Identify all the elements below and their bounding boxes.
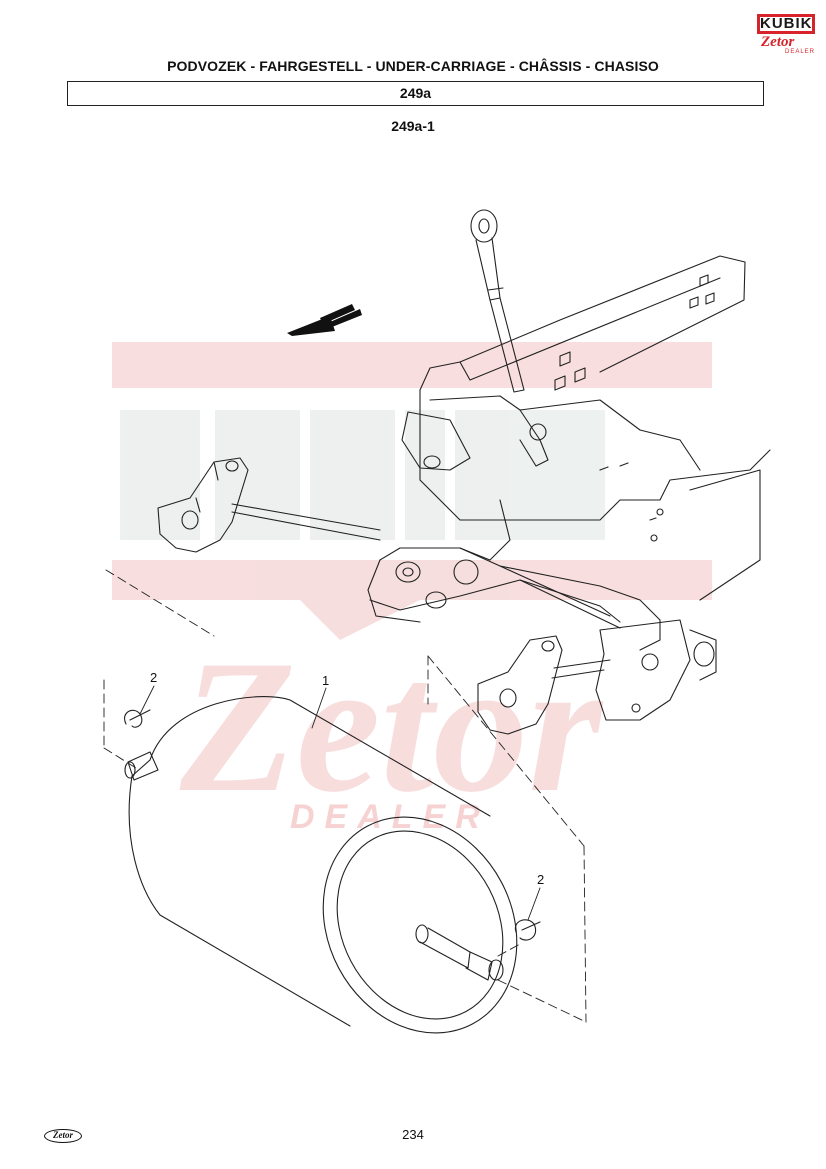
watermark-i xyxy=(405,410,445,540)
page-header-title: PODVOZEK - FAHRGESTELL - UNDER-CARRIAGE … xyxy=(167,58,659,74)
direction-arrow-icon xyxy=(287,304,362,336)
section-code: 249a xyxy=(399,85,432,101)
spring-clip-left-icon xyxy=(124,709,151,728)
kubik-zetor-logo: KUBIK Zetor DEALER xyxy=(755,12,817,60)
left-shaft xyxy=(124,751,159,781)
top-link-rod xyxy=(470,209,525,393)
callout-label-drum: 1 xyxy=(322,673,330,688)
section-code-box: 249a xyxy=(67,81,764,106)
drum-weight xyxy=(128,696,518,1034)
callout-label-clip-left: 2 xyxy=(150,670,158,685)
watermark-zetor: Zetor xyxy=(179,622,604,832)
callout-leaders xyxy=(139,685,541,921)
right-shaft xyxy=(415,924,504,981)
center-housing xyxy=(401,389,771,601)
watermark-u xyxy=(215,410,300,540)
page-number: 234 xyxy=(402,1127,424,1142)
lower-arm xyxy=(367,547,661,651)
watermark-chevron xyxy=(300,560,420,640)
frame-beam xyxy=(419,255,746,391)
callout-label-clip-right: 2 xyxy=(537,872,545,887)
dealer-logo-text: DEALER xyxy=(785,49,816,55)
watermark-dealer: DEALER xyxy=(290,798,490,836)
spring-clip-right-icon xyxy=(514,919,541,941)
footer-zetor-logo: Zetor xyxy=(44,1129,82,1143)
kubik-logo-text: KUBIK xyxy=(757,14,815,34)
watermark-band-top xyxy=(112,342,712,388)
assembly-dashed-lines xyxy=(103,569,587,1023)
watermark-b xyxy=(310,410,395,540)
figure-code: 249a-1 xyxy=(391,118,435,134)
left-weight-bracket xyxy=(157,457,381,553)
zetor-logo-text: Zetor xyxy=(761,34,795,50)
watermark-k xyxy=(120,410,200,540)
right-weight-bracket xyxy=(477,619,717,735)
